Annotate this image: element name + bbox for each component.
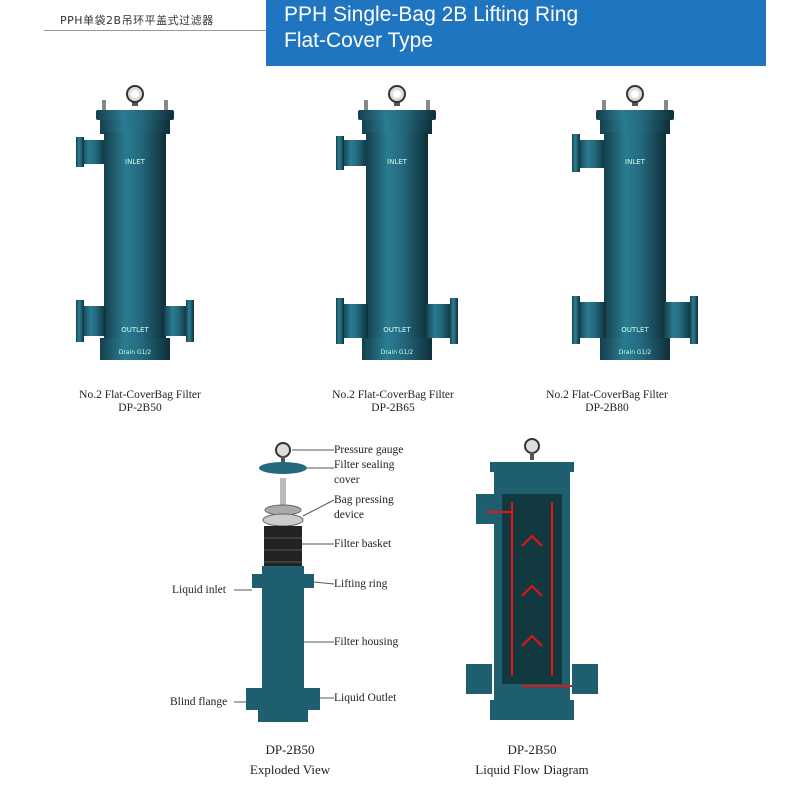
- caption-dp-2b65: No.2 Flat-CoverBag Filter DP-2B65: [293, 389, 493, 415]
- outlet-label: OUTLET: [383, 326, 411, 334]
- caption-dp-2b50: No.2 Flat-CoverBag Filter DP-2B50: [40, 389, 240, 415]
- caption-model: DP-2B80: [585, 402, 629, 414]
- callout-filter-basket: Filter basket: [334, 538, 392, 550]
- title-line-1: PPH Single-Bag 2B Lifting Ring: [284, 3, 579, 26]
- title-line-2: Flat-Cover Type: [284, 29, 433, 52]
- callout-liquid-outlet: Liquid Outlet: [334, 692, 397, 704]
- callout-sealing-cover-2: cover: [334, 474, 360, 486]
- caption-name: No.2 Flat-CoverBag Filter: [79, 389, 201, 401]
- exploded-parts: [234, 442, 335, 722]
- callout-bag-pressing-2: device: [334, 509, 365, 521]
- callout-bag-pressing-1: Bag pressing: [334, 494, 394, 506]
- exploded-model: DP-2B50: [265, 742, 315, 757]
- filter-image-dp-2b65: INLET OUTLET Drain G1/2: [336, 85, 458, 360]
- chinese-title: PPH单袋2B吊环平盖式过滤器: [60, 14, 214, 27]
- callout-filter-housing: Filter housing: [334, 636, 399, 648]
- filter-image-dp-2b50: INLET OUTLET Drain G1/2: [76, 85, 194, 360]
- callout-lifting-ring: Lifting ring: [334, 578, 388, 590]
- callout-sealing-cover-1: Filter sealing: [334, 459, 395, 471]
- vessel-graphic: INLET OUTLET Drain G1/2: [572, 85, 698, 360]
- caption-model: DP-2B65: [371, 402, 415, 414]
- drain-label: Drain G1/2: [619, 349, 652, 356]
- vessel-graphic: INLET OUTLET Drain G1/2: [76, 85, 194, 360]
- caption-dp-2b80: No.2 Flat-CoverBag Filter DP-2B80: [507, 389, 707, 415]
- callout-liquid-inlet: Liquid inlet: [172, 584, 226, 596]
- flow-caption: DP-2B50 Liquid Flow Diagram: [432, 740, 632, 780]
- inlet-label: INLET: [625, 158, 646, 166]
- flow-title: Liquid Flow Diagram: [475, 762, 589, 777]
- inlet-label: INLET: [125, 158, 146, 166]
- flow-model: DP-2B50: [507, 742, 557, 757]
- drain-label: Drain G1/2: [119, 349, 152, 356]
- exploded-caption: DP-2B50 Exploded View: [190, 740, 390, 780]
- inlet-label: INLET: [387, 158, 408, 166]
- callout-blind-flange: Blind flange: [170, 696, 228, 708]
- vessel-graphic: INLET OUTLET Drain G1/2: [336, 85, 458, 360]
- header-rule: [44, 30, 266, 31]
- filter-image-dp-2b80: INLET OUTLET Drain G1/2: [572, 85, 698, 360]
- callout-pressure-gauge: Pressure gauge: [334, 444, 404, 456]
- exploded-title: Exploded View: [249, 762, 331, 777]
- outlet-label: OUTLET: [121, 326, 149, 334]
- outlet-label: OUTLET: [621, 326, 649, 334]
- flow-graphic: [466, 438, 598, 720]
- caption-name: No.2 Flat-CoverBag Filter: [546, 389, 668, 401]
- caption-model: DP-2B50: [118, 402, 162, 414]
- caption-name: No.2 Flat-CoverBag Filter: [332, 389, 454, 401]
- title-banner: PPH Single-Bag 2B Lifting Ring Flat-Cove…: [266, 0, 766, 66]
- exploded-view-diagram: [234, 442, 335, 722]
- liquid-flow-diagram: [466, 438, 598, 720]
- drain-label: Drain G1/2: [381, 349, 414, 356]
